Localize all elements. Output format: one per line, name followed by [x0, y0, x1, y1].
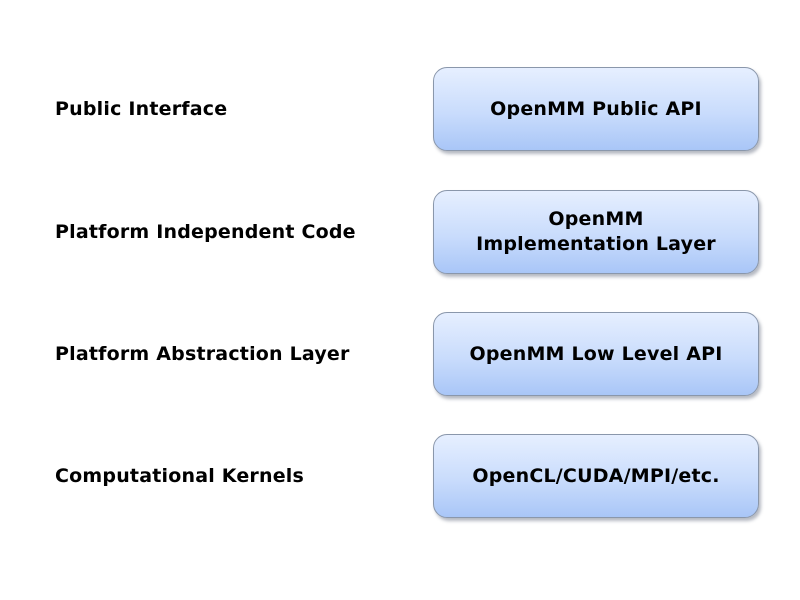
layer-box-implementation-layer: OpenMM Implementation Layer	[433, 190, 759, 274]
layer-label-computational-kernels: Computational Kernels	[55, 465, 305, 487]
layer-box-text: OpenMM Public API	[490, 97, 702, 120]
layer-label-public-interface: Public Interface	[55, 98, 228, 120]
layer-label-platform-abstraction-layer: Platform Abstraction Layer	[55, 343, 350, 365]
layer-box-platform-backends: OpenCL/CUDA/MPI/etc.	[433, 434, 759, 518]
layer-box-low-level-api: OpenMM Low Level API	[433, 312, 759, 396]
layer-box-text: OpenMM Implementation Layer	[476, 208, 716, 255]
layer-box-text: OpenMM Low Level API	[469, 342, 723, 365]
layer-box-text: OpenCL/CUDA/MPI/etc.	[472, 464, 720, 487]
layer-label-platform-independent-code: Platform Independent Code	[55, 221, 356, 243]
layer-box-public-api: OpenMM Public API	[433, 67, 759, 151]
